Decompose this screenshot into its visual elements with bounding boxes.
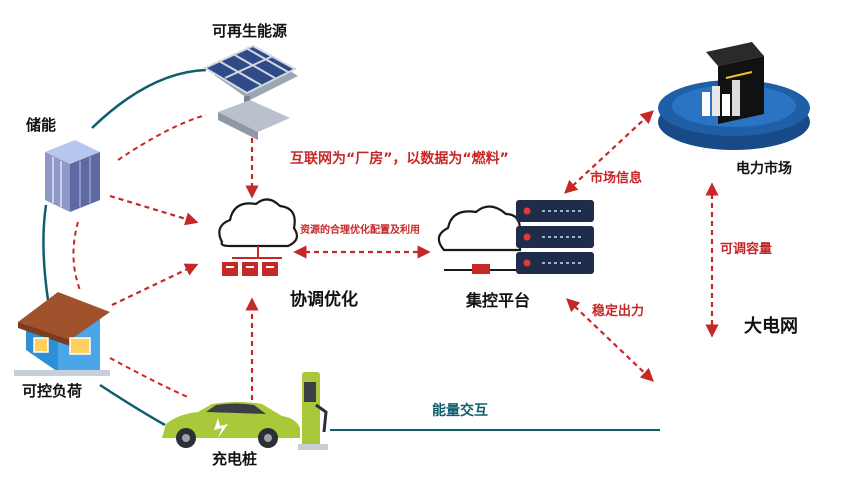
arrow-platform-grid (566, 298, 654, 382)
resource-label: 资源的合理优化配置及利用 (300, 225, 420, 236)
energy-exchange-label: 能量交互 (432, 403, 488, 419)
platform-server-icon (437, 200, 594, 274)
arrow-load-coord (111, 263, 199, 306)
car-icon (162, 402, 300, 448)
link-storage-renewable (91, 68, 207, 129)
platform-label: 集控平台 (466, 291, 531, 310)
slogan-label: 互联网为“厂房”，以数据为“燃料” (290, 151, 509, 167)
storage-icon (45, 140, 100, 212)
load-label: 可控负荷 (22, 382, 83, 400)
link-storage-load (42, 204, 50, 301)
market-disc-icon (658, 42, 810, 150)
storage-label: 储能 (26, 116, 57, 134)
market-info-label: 市场信息 (590, 171, 643, 186)
renewable-label: 可再生能源 (212, 22, 288, 40)
house-icon (14, 292, 110, 376)
charger-label: 充电桩 (212, 450, 258, 468)
charging-pile-icon (298, 372, 328, 450)
stable-output-label: 稳定出力 (592, 304, 645, 319)
link-load-car (99, 383, 166, 427)
coordination-cloud-icon (218, 198, 298, 276)
solar-panel-icon (202, 44, 298, 140)
info-renewable-storage (117, 114, 207, 161)
coordination-label: 协调优化 (290, 290, 358, 310)
grid-label: 大电网 (744, 316, 798, 337)
info-load-car (109, 357, 191, 399)
arrow-platform-market (564, 110, 654, 194)
market-label: 电力市场 (736, 161, 792, 177)
adjustable-capacity-label: 可调容量 (720, 242, 773, 257)
arrow-storage-coord (109, 194, 199, 226)
info-storage-load (72, 221, 81, 291)
